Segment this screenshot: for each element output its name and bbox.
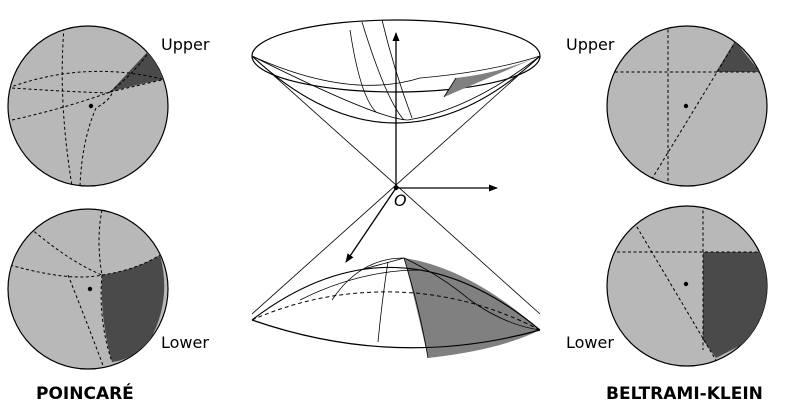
lower-sheet [251, 257, 541, 359]
y-axis [345, 187, 397, 263]
poincare-title: POINCARÉ [36, 382, 134, 404]
hyperboloid [251, 19, 541, 359]
poincare-upper-center-dot [88, 103, 94, 109]
upper-sheet-shaded-region [444, 56, 540, 97]
poincare-lower-disk [7, 208, 169, 370]
klein-upper-label: Upper [566, 35, 615, 54]
klein-lower-shaded-region [703, 252, 767, 358]
klein-lower-label: Lower [566, 333, 614, 352]
klein-upper-center-dot [683, 103, 689, 109]
klein-upper-shaded-region [716, 41, 760, 72]
poincare-upper-label: Upper [161, 35, 210, 54]
lower-sheet-shaded-region [404, 258, 540, 358]
klein-lower-disk [606, 205, 768, 367]
poincare-lower-center-dot [87, 286, 93, 292]
poincare-lower-shaded-region [101, 255, 165, 362]
origin-label: O [394, 191, 407, 210]
poincare-upper-disk [7, 25, 169, 187]
axes [345, 32, 498, 263]
klein-upper-disk [606, 25, 768, 187]
poincare-lower-label: Lower [161, 333, 209, 352]
klein-lower-center-dot [683, 281, 689, 287]
klein-title: BELTRAMI-KLEIN [606, 384, 763, 404]
origin-point [393, 185, 399, 191]
